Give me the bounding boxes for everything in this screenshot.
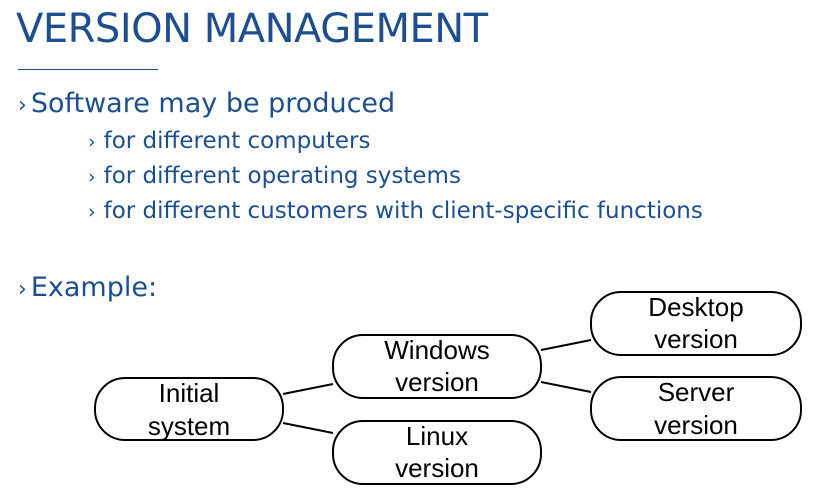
- node-linux-line1: Linux: [406, 421, 468, 451]
- node-windows-line2: version: [395, 367, 479, 397]
- bullet-example: ›Example:: [18, 272, 157, 303]
- node-windows-line1: Windows: [384, 335, 489, 365]
- node-linux-line2: version: [395, 453, 479, 483]
- node-server-line2: version: [654, 410, 738, 440]
- node-initial-box: [94, 377, 284, 441]
- sub-bullet-customers: › for different customers with client-spe…: [88, 198, 703, 224]
- bullet-marker-icon: ›: [88, 131, 96, 153]
- node-desktop-line1: Desktop: [648, 292, 743, 322]
- bullet-marker-icon: ›: [88, 166, 96, 188]
- node-desktop-box: [590, 291, 802, 356]
- node-linux-box: [332, 420, 542, 485]
- node-initial-line2: system: [148, 411, 230, 441]
- sub-bullet-operating-systems: › for different operating systems: [88, 163, 461, 189]
- sub-bullet-text: for different operating systems: [103, 163, 461, 189]
- node-desktop-version: Desktop version: [590, 291, 802, 356]
- node-windows-box: [332, 334, 542, 399]
- node-server-line1: Server: [658, 377, 735, 407]
- sub-bullet-text: for different customers with client-spec…: [103, 198, 703, 224]
- sub-bullet-computers: › for different computers: [88, 128, 370, 154]
- node-server-box: [590, 376, 802, 441]
- edge-windows-server: [540, 381, 592, 393]
- node-desktop-line2: version: [654, 324, 738, 354]
- bullet-main: ›Software may be produced: [18, 88, 395, 119]
- bullet-marker-icon: ›: [18, 93, 27, 118]
- slide-title: VERSION MANAGEMENT: [16, 6, 488, 52]
- edge-windows-desktop: [540, 339, 592, 351]
- node-windows-version: Windows version: [332, 334, 542, 399]
- bullet-example-text: Example:: [30, 272, 158, 303]
- node-initial-system: Initial system: [94, 377, 284, 441]
- bullet-marker-icon: ›: [88, 201, 96, 223]
- sub-bullet-text: for different computers: [103, 128, 371, 154]
- edge-initial-linux: [282, 422, 334, 434]
- edge-initial-windows: [282, 383, 334, 395]
- node-initial-line1: Initial: [159, 378, 220, 408]
- bullet-marker-icon: ›: [18, 277, 27, 302]
- bullet-main-text: Software may be produced: [30, 88, 396, 119]
- node-linux-version: Linux version: [332, 420, 542, 485]
- title-underline: [18, 69, 158, 70]
- node-server-version: Server version: [590, 376, 802, 441]
